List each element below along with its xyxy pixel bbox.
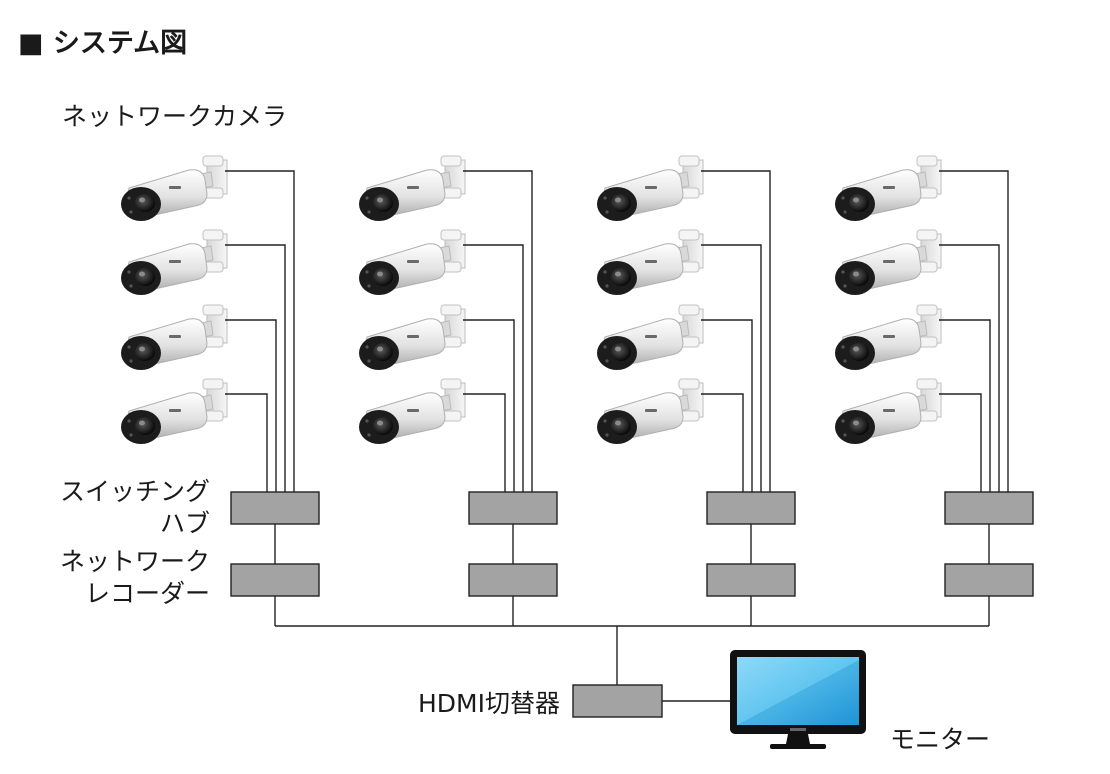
camera-cable (701, 393, 744, 492)
camera-groups (120, 155, 1034, 626)
camera-cable (463, 244, 524, 492)
bullet-camera-icon (120, 378, 228, 445)
network-recorder-box (230, 563, 320, 597)
camera-cable (701, 319, 753, 492)
bullet-camera-icon (358, 378, 466, 445)
bullet-camera-icon (358, 229, 466, 296)
network-recorder-label-line2: レコーダー (85, 579, 210, 608)
bullet-camera-icon (596, 378, 704, 445)
camera-cable (939, 319, 991, 492)
switching-hub-box (230, 491, 320, 525)
switching-hub-label-line2: ハブ (160, 509, 210, 538)
camera-cable (939, 244, 1000, 492)
network-recorder-box (468, 563, 558, 597)
switching-hub-box (468, 491, 558, 525)
network-camera-label: ネットワークカメラ (62, 102, 287, 131)
switching-hub-box (944, 491, 1034, 525)
camera-cable (463, 393, 506, 492)
camera-cable (225, 244, 286, 492)
bullet-camera-icon (596, 304, 704, 371)
bullet-camera-icon (120, 229, 228, 296)
camera-cable (701, 244, 762, 492)
page-title: ■ システム図 (18, 28, 187, 59)
bullet-camera-icon (120, 155, 228, 222)
hdmi-switcher-label: HDMI切替器 (418, 689, 560, 718)
camera-cable (225, 319, 277, 492)
switching-hub-box (706, 491, 796, 525)
bullet-camera-icon (358, 304, 466, 371)
bullet-camera-icon (358, 155, 466, 222)
camera-cable (463, 319, 515, 492)
camera-cable (939, 393, 982, 492)
bullet-camera-icon (834, 378, 942, 445)
bullet-camera-icon (120, 304, 228, 371)
monitor-label: モニター (890, 725, 990, 754)
camera-cable (701, 170, 771, 492)
network-recorder-box (944, 563, 1034, 597)
bullet-camera-icon (596, 155, 704, 222)
camera-cable (939, 170, 1009, 492)
bullet-camera-icon (596, 229, 704, 296)
bullet-camera-icon (834, 304, 942, 371)
recorder-bus (275, 625, 989, 685)
switching-hub-label-line1: スイッチング (60, 477, 210, 506)
bullet-camera-icon (834, 155, 942, 222)
bullet-camera-icon (834, 229, 942, 296)
camera-cable (225, 170, 295, 492)
camera-cable (225, 393, 268, 492)
network-recorder-label-line1: ネットワーク (60, 547, 210, 576)
hdmi-switcher-box (572, 684, 663, 718)
camera-cable (463, 170, 533, 492)
monitor-icon (730, 650, 866, 749)
network-recorder-box (706, 563, 796, 597)
